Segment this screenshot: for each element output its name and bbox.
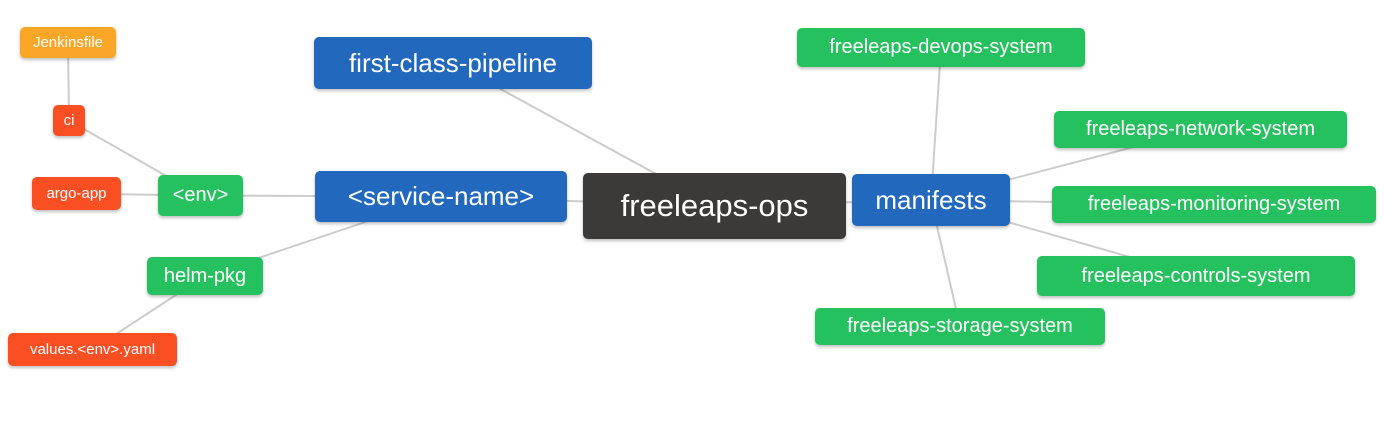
node-env[interactable]: <env> — [158, 175, 243, 216]
node-manifests[interactable]: manifests — [852, 174, 1010, 226]
node-argo-app[interactable]: argo-app — [32, 177, 121, 210]
node-jenkinsfile[interactable]: Jenkinsfile — [20, 27, 116, 58]
node-devops-system[interactable]: freeleaps-devops-system — [797, 28, 1085, 67]
node-storage-system[interactable]: freeleaps-storage-system — [815, 308, 1105, 345]
node-network-system[interactable]: freeleaps-network-system — [1054, 111, 1347, 148]
node-freeleaps-ops-root[interactable]: freeleaps-ops — [583, 173, 846, 239]
node-values-env-yaml[interactable]: values.<env>.yaml — [8, 333, 177, 366]
node-first-class-pipeline[interactable]: first-class-pipeline — [314, 37, 592, 89]
node-monitoring-system[interactable]: freeleaps-monitoring-system — [1052, 186, 1376, 223]
node-helm-pkg[interactable]: helm-pkg — [147, 257, 263, 295]
node-controls-system[interactable]: freeleaps-controls-system — [1037, 256, 1355, 296]
node-service-name[interactable]: <service-name> — [315, 171, 567, 222]
node-ci[interactable]: ci — [53, 105, 85, 136]
